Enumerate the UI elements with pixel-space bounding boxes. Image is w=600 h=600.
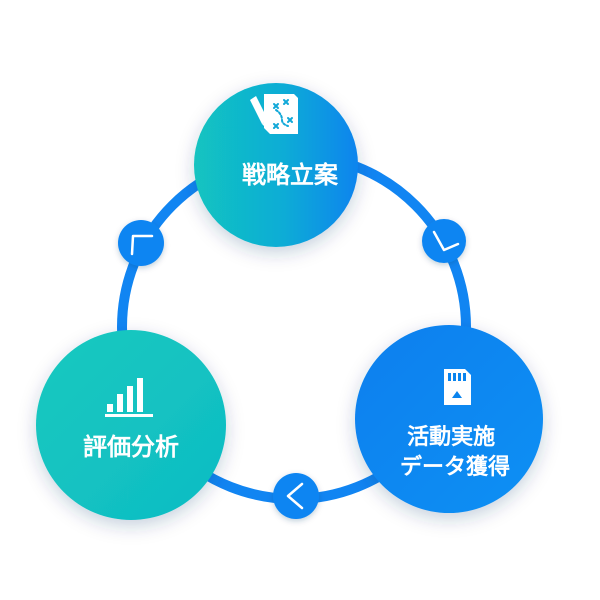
- node-strategy: [194, 83, 358, 247]
- bar-chart-icon: [105, 378, 153, 417]
- node-action: [355, 325, 543, 513]
- chevron-icon: [286, 482, 304, 510]
- node-evaluation-label: 評価分析: [83, 433, 179, 461]
- node-action-line-1: 活動実施: [407, 424, 495, 450]
- node-action-line-2: データ獲得: [400, 454, 510, 480]
- node-strategy-line-1: 戦略立案: [242, 161, 339, 189]
- chevron-icon: [432, 230, 460, 252]
- node-evaluation: [36, 330, 226, 520]
- arrow-action-to-evaluation: [273, 473, 319, 519]
- chevron-icon: [130, 234, 154, 256]
- arrow-strategy-to-action: [422, 219, 466, 263]
- node-action-label: 活動実施 データ獲得: [400, 424, 510, 480]
- strategy-map-icon: [250, 94, 298, 134]
- node-strategy-label: 戦略立案: [242, 161, 339, 189]
- sd-card-icon: [444, 369, 471, 405]
- node-evaluation-line-1: 評価分析: [83, 433, 179, 461]
- arrow-evaluation-to-strategy: [118, 220, 164, 266]
